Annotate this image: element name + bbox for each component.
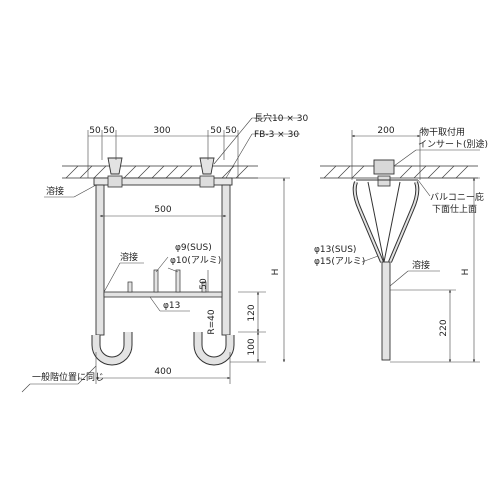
label-weld-left: 溶接 [46,185,64,197]
label-insert-1: 物干取付用 [420,126,465,138]
dim-220-label: 220 [439,319,449,336]
hook-posts [127,269,207,293]
phi13-leader: φ13 [149,296,190,312]
cross-bar [103,291,223,298]
dim-220: 220 [390,289,456,363]
dim-v100: 100 [247,338,257,355]
front-view: 50 50 300 50 50 長穴10 × 30 FB-3 × 30 溶接 5… [21,112,308,393]
dim-h-right: H [390,177,480,363]
dim-200-label: 200 [377,126,394,136]
dim-h-left-label: H [271,269,281,276]
label-sus-left: φ9(SUS) [175,243,212,253]
dim-400: 400 [95,352,231,384]
top-dimensions: 50 50 300 50 50 [87,126,239,178]
rod-spec-leader-right: φ13(SUS) φ15(アルミ) [314,245,379,267]
insert-left [107,157,123,175]
label-slot: 長穴10 × 30 [254,112,308,124]
label-balcony-1: バルコニー庇 [430,191,484,203]
insert-leader: 物干取付用 インサート(別途) [393,126,488,167]
label-weld-mid: 溶接 [120,251,138,263]
dim-v120: 120 [247,304,257,321]
note-leader: 一般階位置に同じ [21,365,104,393]
label-phi13: φ13 [163,301,180,311]
label-sus-right: φ13(SUS) [314,245,356,255]
label-insert-2: インサート(別途) [418,138,488,150]
dim-h-right-label: H [461,269,471,276]
dim-500-label: 500 [154,205,171,215]
ceiling-slab-left [62,165,258,179]
label-al-right: φ15(アルミ) [314,257,365,267]
insert-right [199,157,215,175]
weld-leader-left: 溶接 [44,184,97,198]
dim-top-50a: 50 [89,126,101,136]
weld-leader-right: 溶接 [389,259,440,287]
flat-bar [93,175,233,188]
vertical-dims-left: 50 120 100 R=40 [199,270,266,363]
insert-side [373,159,395,187]
label-weld-right: 溶接 [412,259,430,271]
slot-leader: 長穴10 × 30 [213,112,308,165]
dim-top-300: 300 [153,126,170,136]
dim-v50: 50 [199,278,209,290]
weld-leader-mid: 溶接 [103,251,144,293]
hanger-rod-left [91,184,133,366]
ceiling-slab-right [320,165,478,179]
dim-200: 200 [351,126,421,180]
dim-top-50b: 50 [103,126,115,136]
balcony-leader: バルコニー庇 下面仕上面 [417,179,484,215]
dim-500: 500 [99,205,227,218]
dim-top-50d: 50 [225,126,237,136]
label-balcony-2: 下面仕上面 [432,203,477,215]
dim-400-label: 400 [154,367,171,377]
dim-h-left: H [232,177,290,363]
side-view: 200 物干取付用 インサート(別途) バルコニー庇 下面仕上面 φ13(SUS… [314,126,488,363]
dim-top-50c: 50 [210,126,222,136]
label-radius: R=40 [207,309,217,335]
rod-spec-leader-left: φ9(SUS) φ10(アルミ) [155,243,221,273]
flatbar-leader: FB-3 × 30 [225,130,300,179]
label-al-left: φ10(アルミ) [170,256,221,266]
label-note: 一般階位置に同じ [32,371,104,383]
v-hanger [352,179,420,361]
label-flatbar: FB-3 × 30 [254,130,299,140]
hanger-rod-right [193,184,235,366]
